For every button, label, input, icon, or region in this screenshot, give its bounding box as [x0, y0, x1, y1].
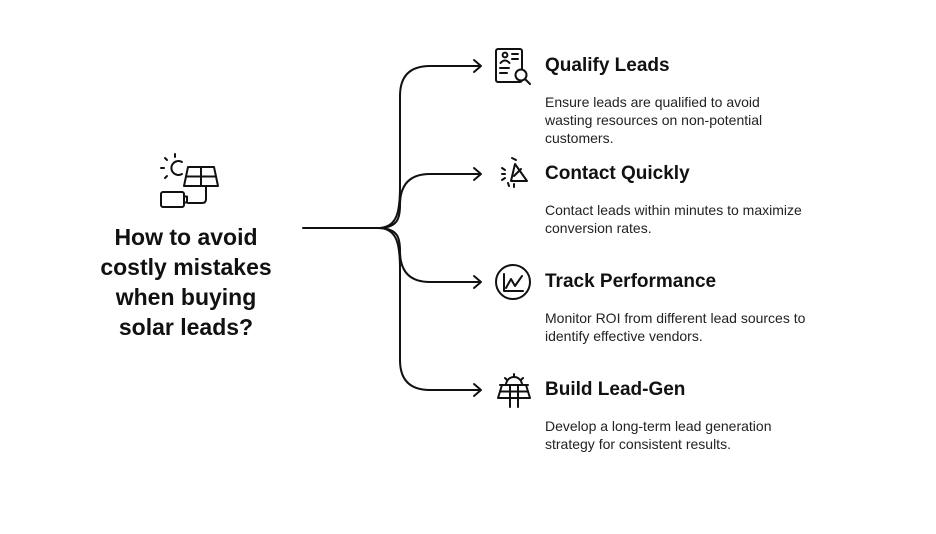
branch-title: Qualify Leads	[545, 55, 670, 76]
arrowhead-1	[473, 59, 482, 73]
arrowhead-4	[473, 383, 482, 397]
connector-branch-2	[377, 173, 481, 229]
branch-title: Track Performance	[545, 271, 717, 292]
branch-contact-quickly: Contact Quickly Contact leads within min…	[545, 162, 845, 237]
connector-branch-4	[377, 227, 481, 391]
branch-track-performance: Track Performance Monitor ROI from diffe…	[545, 270, 845, 345]
arrowhead-3	[473, 275, 482, 289]
branch-qualify-leads: Qualify Leads Ensure leads are qualified…	[545, 54, 845, 147]
description-line: wasting resources on non-potential	[545, 112, 763, 128]
branch-description: Ensure leads are qualified to avoid wast…	[545, 93, 845, 147]
branch-build-lead-gen: Build Lead-Gen Develop a long-term lead …	[545, 378, 845, 453]
center-topic: How to avoid costly mistakes when buying…	[72, 222, 300, 342]
timer-quick-icon	[501, 157, 528, 188]
center-title-line: solar leads?	[118, 314, 254, 340]
center-title-line: when buying	[115, 284, 257, 310]
center-title-line: How to avoid	[114, 224, 258, 250]
branch-description: Develop a long-term lead generation stra…	[545, 417, 845, 453]
branch-title: Contact Quickly	[545, 163, 690, 184]
description-line: Monitor ROI from different lead sources …	[545, 310, 806, 326]
description-line: conversion rates.	[545, 220, 652, 236]
description-line: Contact leads within minutes to maximize	[545, 202, 802, 218]
description-line: customers.	[545, 130, 614, 146]
line-chart-circle-icon	[495, 264, 531, 300]
arrowhead-2	[473, 167, 482, 181]
branch-description: Monitor ROI from different lead sources …	[545, 309, 845, 345]
center-title-line: costly mistakes	[100, 254, 272, 280]
connector-branch-1	[377, 65, 481, 229]
document-search-icon	[495, 48, 531, 85]
description-line: Ensure leads are qualified to avoid	[545, 94, 760, 110]
description-line: identify effective vendors.	[545, 328, 703, 344]
branch-description: Contact leads within minutes to maximize…	[545, 201, 845, 237]
description-line: Develop a long-term lead generation	[545, 418, 772, 434]
branch-title: Build Lead-Gen	[545, 379, 686, 400]
description-line: strategy for consistent results.	[545, 436, 731, 452]
solar-panel-icon	[497, 373, 531, 408]
solar-panel-sun-battery-icon	[160, 153, 219, 208]
